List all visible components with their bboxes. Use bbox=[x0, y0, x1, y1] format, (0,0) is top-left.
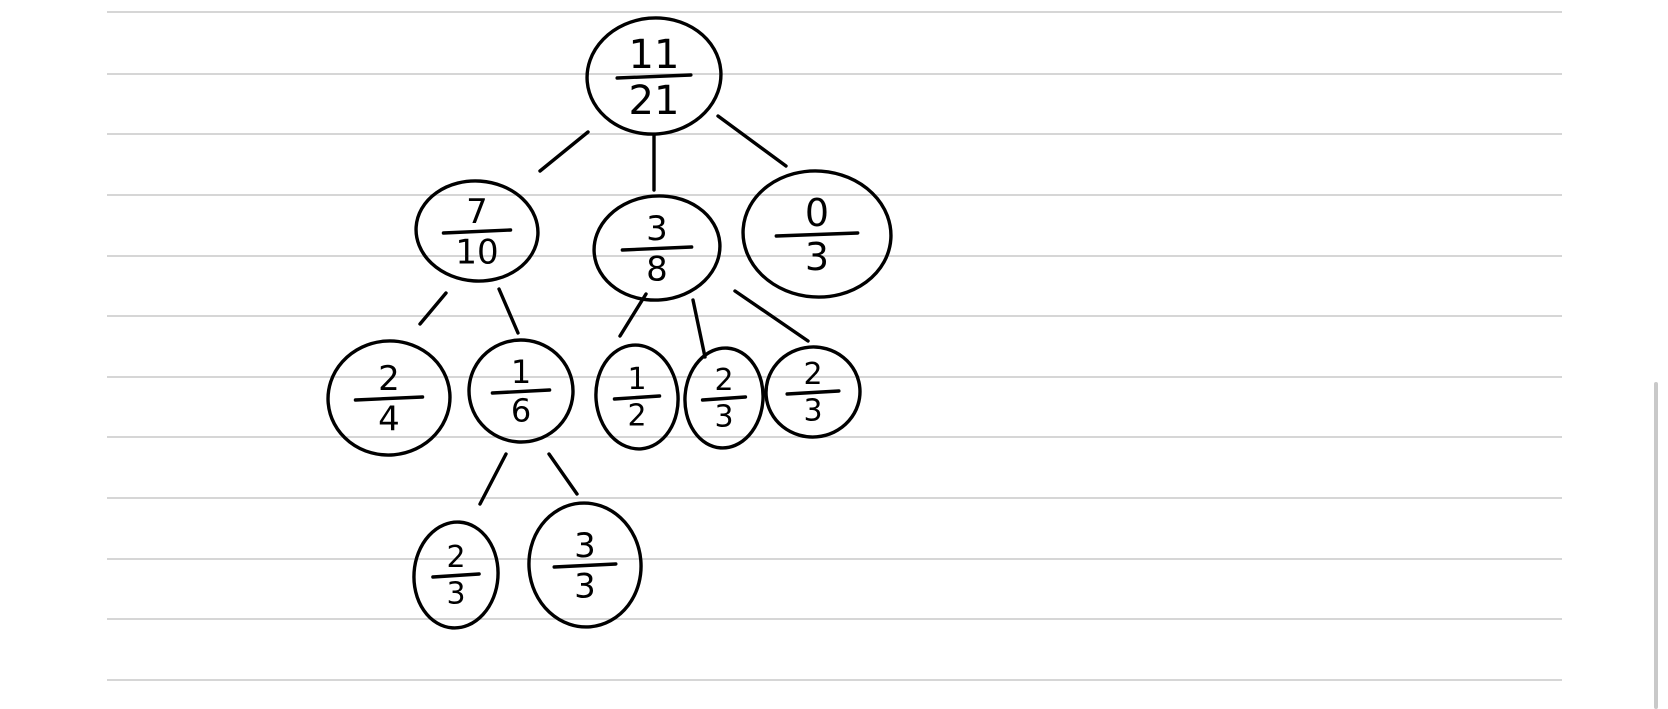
node-circle bbox=[764, 345, 862, 439]
fraction-bar bbox=[612, 394, 662, 401]
edge-n-1-6-to-n-2-3-c bbox=[478, 452, 508, 506]
edge-n-7-10-to-n-2-4 bbox=[418, 291, 448, 326]
node-denominator: 3 bbox=[714, 400, 733, 435]
node-circle bbox=[594, 343, 680, 451]
node-numerator: 3 bbox=[574, 526, 596, 566]
node-denominator: 3 bbox=[805, 235, 829, 279]
node-numerator: 2 bbox=[446, 540, 465, 575]
edge-n-1-6-to-n-3-3 bbox=[547, 452, 579, 496]
node-circle bbox=[592, 194, 722, 302]
node-numerator: 11 bbox=[629, 32, 680, 78]
vertical-scrollbar[interactable] bbox=[1654, 382, 1658, 709]
node-denominator: 3 bbox=[574, 566, 596, 606]
node-circle bbox=[326, 339, 452, 457]
tree-node-n-7-10: 710 bbox=[414, 179, 540, 283]
tree-node-n-2-3-b: 23 bbox=[764, 345, 862, 439]
fraction-bar bbox=[700, 395, 748, 402]
edge-n-3-8-to-n-1-2 bbox=[618, 292, 648, 338]
node-numerator: 2 bbox=[803, 357, 822, 392]
edge-n-3-8-to-n-2-3-a bbox=[691, 298, 707, 359]
node-denominator: 2 bbox=[627, 399, 646, 434]
node-circle bbox=[683, 346, 765, 450]
fraction-bar bbox=[353, 395, 425, 402]
fraction-bar bbox=[615, 73, 693, 80]
tree-node-n-3-3: 33 bbox=[527, 501, 643, 629]
node-denominator: 21 bbox=[629, 78, 680, 124]
node-denominator: 8 bbox=[646, 249, 668, 289]
node-numerator: 0 bbox=[805, 191, 829, 235]
node-denominator: 3 bbox=[446, 577, 465, 612]
node-denominator: 4 bbox=[378, 399, 400, 439]
node-circle bbox=[585, 16, 723, 136]
tree-node-n-2-3-a: 23 bbox=[683, 346, 765, 450]
fraction-bar bbox=[441, 228, 513, 235]
node-numerator: 2 bbox=[714, 363, 733, 398]
tree-node-n-3-8: 38 bbox=[592, 194, 722, 302]
edge-n-3-8-to-n-2-3-b bbox=[733, 289, 810, 343]
tree-edges bbox=[418, 114, 810, 506]
node-denominator: 10 bbox=[455, 232, 498, 272]
node-numerator: 1 bbox=[511, 353, 531, 391]
tree-node-n-2-4: 24 bbox=[326, 339, 452, 457]
edge-root-to-n-7-10 bbox=[538, 130, 590, 173]
fraction-bar bbox=[785, 389, 841, 396]
tree-node-n-2-3-c: 23 bbox=[412, 520, 500, 630]
node-circle bbox=[412, 520, 500, 630]
fraction-bar bbox=[774, 231, 860, 238]
tree-node-n-1-6: 16 bbox=[467, 338, 575, 444]
fraction-bar bbox=[490, 388, 552, 395]
fraction-bar bbox=[620, 245, 694, 252]
node-denominator: 6 bbox=[511, 391, 531, 429]
edge-n-7-10-to-n-1-6 bbox=[497, 287, 520, 335]
fraction-bar bbox=[431, 572, 481, 579]
edge-root-to-n-0-3 bbox=[716, 114, 788, 168]
node-circle bbox=[527, 501, 643, 629]
node-numerator: 7 bbox=[466, 192, 488, 232]
node-numerator: 2 bbox=[378, 359, 400, 399]
tree-node-n-0-3: 03 bbox=[741, 169, 893, 299]
node-circle bbox=[414, 179, 540, 283]
node-circle bbox=[741, 169, 893, 299]
node-numerator: 1 bbox=[627, 362, 646, 397]
fraction-bar bbox=[552, 562, 618, 569]
ruled-lines bbox=[107, 11, 1562, 681]
node-numerator: 3 bbox=[646, 209, 668, 249]
node-denominator: 3 bbox=[803, 394, 822, 429]
tree-node-n-1-2: 12 bbox=[594, 343, 680, 451]
node-circle bbox=[467, 338, 575, 444]
